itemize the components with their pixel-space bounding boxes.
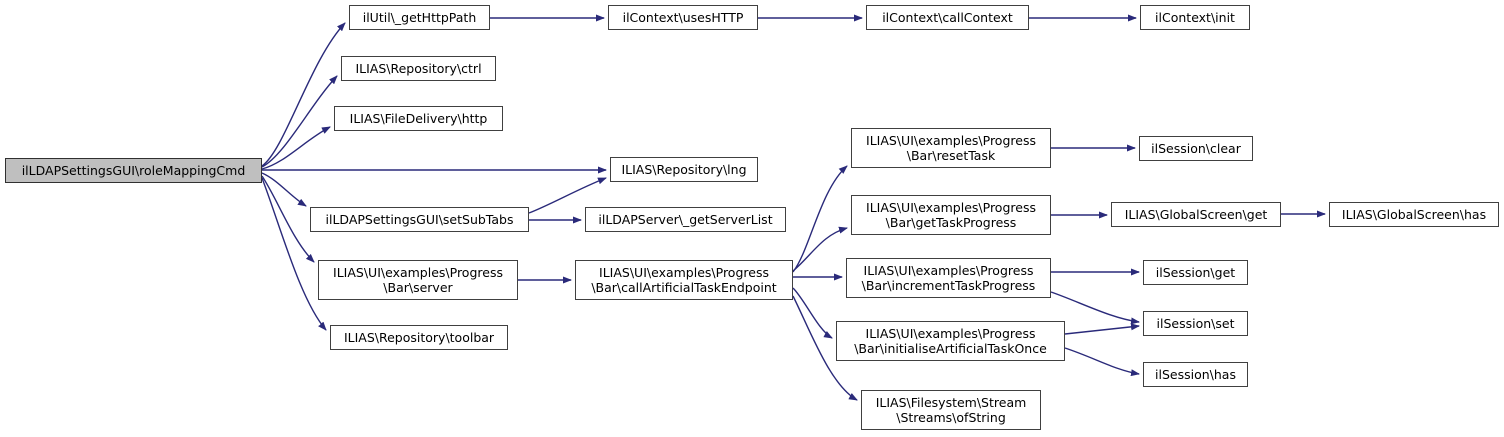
graph-node-gethttppath[interactable]: ilUtil\_getHttpPath	[349, 5, 490, 30]
graph-node-server[interactable]: ILIAS\UI\examples\Progress \Bar\server	[318, 260, 518, 300]
graph-node-lng[interactable]: ILIAS\Repository\lng	[610, 157, 758, 182]
graph-edge-callendpoint-to-resettask	[792, 165, 848, 273]
graph-edge-root-to-ctrl	[261, 75, 338, 168]
graph-node-toolbar[interactable]: ILIAS\Repository\toolbar	[330, 325, 508, 350]
graph-node-init[interactable]: ilContext\init	[1140, 5, 1250, 30]
graph-node-gsget[interactable]: ILIAS\GlobalScreen\get	[1111, 202, 1281, 227]
graph-edge-root-to-server	[261, 175, 315, 263]
graph-node-sessionhas[interactable]: ilSession\has	[1143, 362, 1248, 387]
graph-node-callcontext[interactable]: ilContext\callContext	[866, 5, 1029, 30]
graph-node-setsubtabs[interactable]: ilLDAPSettingsGUI\setSubTabs	[310, 207, 529, 232]
graph-node-root[interactable]: ilLDAPSettingsGUI\roleMappingCmd	[5, 158, 262, 183]
graph-edge-initialisetask-to-sessionhas	[1064, 347, 1140, 377]
graph-edge-root-to-gethttppath	[261, 22, 346, 167]
graph-node-incrementtaskprogress[interactable]: ILIAS\UI\examples\Progress \Bar\incremen…	[846, 258, 1051, 298]
graph-edge-root-to-toolbar	[261, 177, 327, 331]
graph-node-sessionget[interactable]: ilSession\get	[1143, 260, 1248, 285]
graph-edge-callendpoint-to-initialisetask	[792, 287, 833, 339]
graph-edge-root-to-http	[261, 126, 331, 170]
graph-edge-initialisetask-to-sessionset	[1064, 323, 1140, 335]
graph-node-getserverlist[interactable]: ilLDAPServer\_getServerList	[585, 207, 786, 232]
graph-edge-incrementtaskprogress-to-sessionset	[1050, 291, 1140, 325]
graph-node-resettask[interactable]: ILIAS\UI\examples\Progress \Bar\resetTas…	[851, 128, 1051, 168]
graph-node-ofstring[interactable]: ILIAS\Filesystem\Stream \Streams\ofStrin…	[861, 390, 1041, 430]
graph-node-initialisetask[interactable]: ILIAS\UI\examples\Progress \Bar\initiali…	[836, 321, 1065, 361]
graph-node-http[interactable]: ILIAS\FileDelivery\http	[334, 106, 503, 131]
graph-node-gshas[interactable]: ILIAS\GlobalScreen\has	[1329, 202, 1499, 227]
graph-node-useshttp[interactable]: ilContext\usesHTTP	[608, 5, 758, 30]
graph-node-sessionclear[interactable]: ilSession\clear	[1139, 136, 1253, 161]
graph-edge-root-to-setsubtabs	[261, 172, 307, 207]
graph-node-ctrl[interactable]: ILIAS\Repository\ctrl	[341, 56, 496, 81]
graph-node-gettaskprogress[interactable]: ILIAS\UI\examples\Progress \Bar\getTaskP…	[851, 195, 1051, 235]
graph-node-callendpoint[interactable]: ILIAS\UI\examples\Progress \Bar\callArti…	[575, 260, 793, 300]
graph-edge-callendpoint-to-gettaskprogress	[792, 226, 848, 272]
graph-node-sessionset[interactable]: ilSession\set	[1143, 311, 1248, 336]
